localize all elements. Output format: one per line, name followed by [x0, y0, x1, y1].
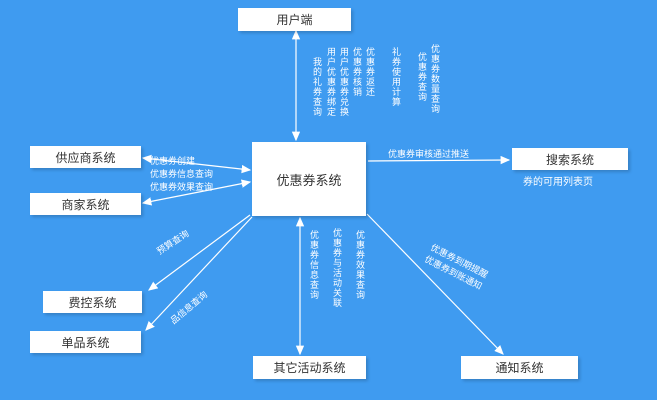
node-product: 单品系统 [30, 331, 141, 353]
edge-coupon-product [145, 216, 253, 331]
edge-coupon-supplier [141, 154, 252, 174]
edge-label-coupon-count-query: 优惠券数量查询 [430, 44, 440, 114]
search-available-list-note: 券的可用列表页 [523, 177, 593, 188]
edge-coupon-expense [148, 214, 251, 291]
edge-label-coupon-create: 优惠券创建 [150, 156, 196, 166]
node-merchant: 商家系统 [30, 193, 141, 215]
edge-label-activity-effect-query: 优惠券效果查询 [355, 230, 365, 300]
edge-label-left-stack: 优惠券创建 优惠券信息查询 优惠券效果查询 [150, 155, 213, 194]
edge-label-coupon-return: 优惠券返还 [365, 47, 375, 97]
node-notify: 通知系统 [461, 356, 578, 379]
edge-label-coupon-query: 优惠券查询 [417, 52, 427, 102]
node-expense: 费控系统 [43, 291, 142, 313]
edge-coupon-notify [366, 213, 504, 355]
edge-label-user-coupon-bind: 用户优惠券绑定 [326, 47, 336, 117]
edge-coupon-merchant [141, 179, 252, 206]
node-coupon-system: 优惠券系统 [252, 142, 366, 216]
edge-label-coupon-info-query: 优惠券信息查询 [150, 169, 214, 179]
edge-label-my-coupon-query: 我的礼券查询 [312, 57, 322, 117]
edge-label-coupon-effect-query: 优惠券效果查询 [150, 182, 214, 192]
node-activity: 其它活动系统 [253, 356, 366, 379]
edge-label-audit-push: 优惠券审核通过推送 [388, 149, 470, 159]
node-client: 用户端 [238, 8, 351, 31]
edge-label-activity-association: 优惠券与活动关联 [332, 228, 342, 308]
edge-label-giftcard-calc: 礼券使用计算 [391, 47, 401, 107]
edge-label-coupon-writeoff: 优惠券核销 [352, 47, 362, 97]
node-supplier: 供应商系统 [30, 146, 141, 168]
edge-label-user-coupon-redeem: 用户优惠券兑换 [339, 47, 349, 117]
edge-coupon-search [367, 155, 511, 165]
edge-label-activity-info-query: 优惠券信息查询 [309, 230, 319, 300]
node-search: 搜索系统 [512, 148, 628, 170]
